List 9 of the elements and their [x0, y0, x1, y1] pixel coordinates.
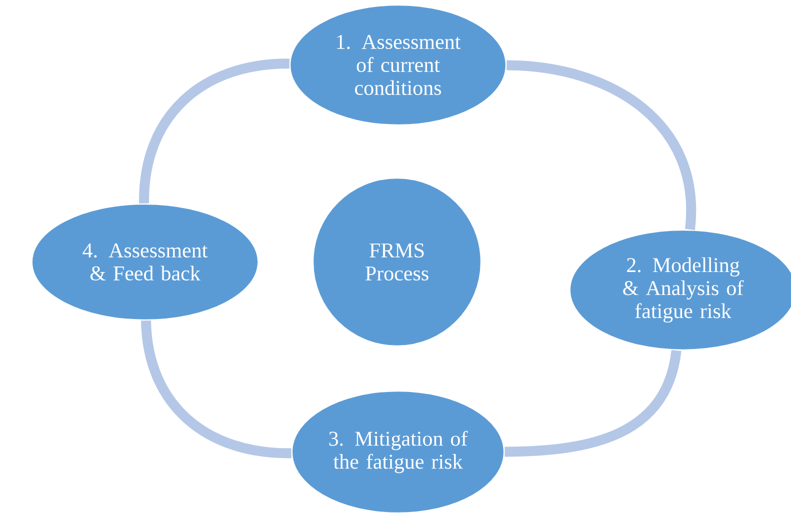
ring-arc: [140, 320, 292, 458]
ellipse-node: 4. Assessment & Feed back: [31, 203, 259, 321]
ellipse-node: 1. Assessment of current conditions: [289, 4, 507, 126]
ellipse-node: 2. Modelling & Analysis of fatigue risk: [569, 229, 791, 351]
ring-arc: [504, 350, 682, 457]
ring-arc: [139, 58, 290, 204]
ellipse-node: 3. Mitigation of the fatigue risk: [291, 390, 505, 513]
ring-arc: [506, 60, 696, 230]
circle-node: FRMS Process: [312, 177, 482, 347]
